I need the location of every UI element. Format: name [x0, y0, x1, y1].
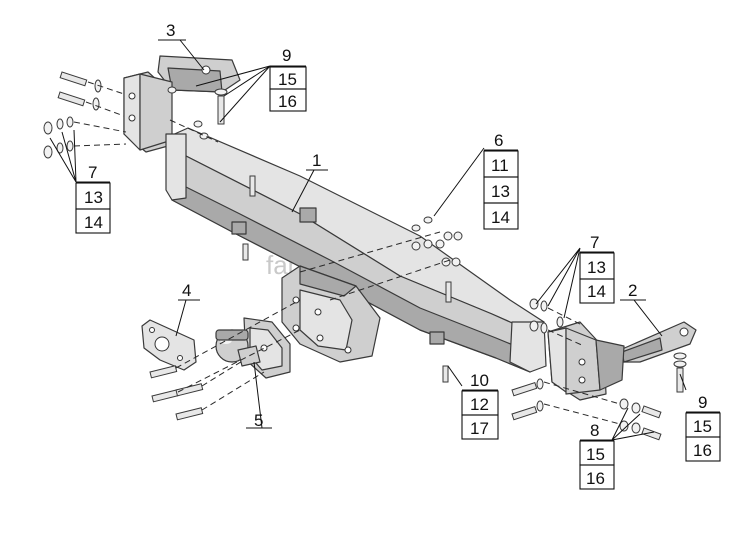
left-lower-nuts: [43, 116, 127, 159]
right-side-bracket-part-2: [547, 321, 697, 401]
callout-7-left-group: 7 13 14: [75, 163, 111, 234]
callout-9-right-row-2: 16: [693, 441, 712, 460]
callout-8-row-2: 16: [586, 469, 605, 488]
callout-9-top-group: 9 15 16: [269, 46, 307, 112]
center-mounting-plate: [281, 265, 381, 363]
callout-8-head: 8: [590, 421, 599, 440]
callout-7-right-row-2: 14: [587, 282, 606, 301]
callout-7-right-row-1: 13: [587, 258, 606, 277]
callout-10-head: 10: [470, 371, 489, 390]
callout-9-right-row-1: 15: [693, 417, 712, 436]
top-bracket-bolts: [167, 86, 228, 143]
right-lower-bolts: [511, 378, 662, 441]
callout-6-head: 6: [494, 131, 503, 150]
callout-9-right-head: 9: [698, 393, 707, 412]
callout-6-row-3: 14: [491, 208, 510, 227]
callout-3-label: 3: [166, 21, 175, 40]
leader-lines: [49, 39, 687, 441]
callout-7-left-head: 7: [88, 163, 97, 182]
callout-6-row-2: 13: [491, 182, 510, 201]
callout-1-label: 1: [312, 151, 321, 170]
center-nut-stack: [242, 175, 463, 383]
callout-9-right-group: 9 15 16: [685, 393, 721, 462]
callout-10-group: 10 12 17: [461, 371, 499, 440]
callout-10-row-1: 12: [470, 395, 489, 414]
left-upper-bolts: [57, 71, 125, 117]
callout-8-row-1: 15: [586, 445, 605, 464]
callout-9-top-row-1: 15: [278, 70, 297, 89]
callout-2-label: 2: [628, 281, 637, 300]
socket-plate-part-4: [141, 319, 197, 371]
callout-9-top-row-2: 16: [278, 92, 297, 111]
callout-6-group: 6 11 13 14: [483, 131, 519, 230]
callout-7-left-row-1: 13: [84, 188, 103, 207]
callout-5-label: 5: [254, 411, 263, 430]
callout-4-label: 4: [182, 281, 191, 300]
tow-ball-part-5: [215, 317, 291, 379]
callout-9-top-head: 9: [282, 46, 291, 65]
towball-bolts: [149, 299, 301, 421]
callout-8-group: 8 15 16: [579, 421, 615, 490]
callout-7-right-head: 7: [590, 233, 599, 252]
callout-6-row-1: 11: [491, 156, 509, 175]
callout-7-right-group: 7 13 14: [579, 233, 615, 304]
right-upper-nuts: [529, 298, 585, 347]
callout-10-row-2: 17: [470, 419, 489, 438]
main-cross-beam-part-1: [165, 127, 547, 373]
callout-7-left-row-2: 14: [84, 213, 103, 232]
right-bracket-bolt: [673, 352, 687, 393]
